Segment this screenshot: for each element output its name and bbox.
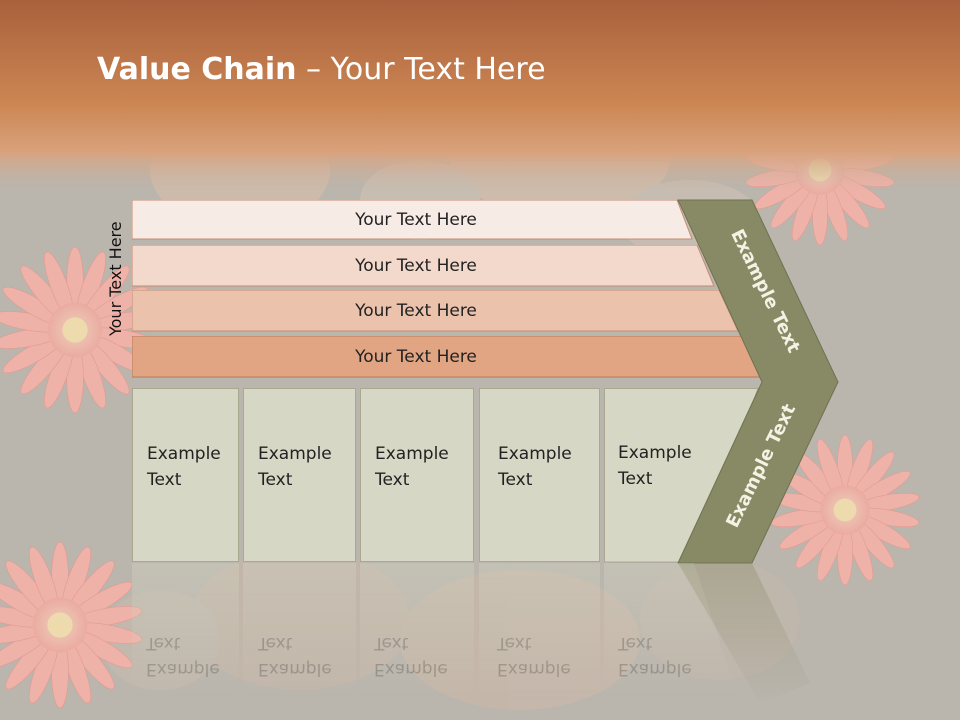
margin-chevron [677, 199, 839, 564]
box-1-line2: Text [147, 470, 182, 490]
slide-title: Value Chain – Your Text Here [97, 52, 546, 87]
box-1-line1: Example [147, 444, 221, 464]
reflection [132, 563, 810, 703]
box-4-line2: Text [498, 470, 533, 490]
title-bold: Value Chain [97, 52, 297, 87]
title-rest: – Your Text Here [296, 52, 546, 87]
side-label: Your Text Here [106, 221, 125, 336]
box-4-line1: Example [498, 444, 572, 464]
band-4-label: Your Text Here [355, 347, 477, 367]
box-5-line1: Example [618, 443, 692, 463]
band-1-label: Your Text Here [355, 210, 477, 230]
band-3-label: Your Text Here [355, 301, 477, 321]
band-2-label: Your Text Here [355, 256, 477, 276]
box-2-line1: Example [258, 444, 332, 464]
activity-box-5: Example Text [618, 440, 692, 492]
box-5-line2: Text [618, 469, 653, 489]
box-3-line2: Text [375, 470, 410, 490]
box-2-line2: Text [258, 470, 293, 490]
box-3-line1: Example [375, 444, 449, 464]
